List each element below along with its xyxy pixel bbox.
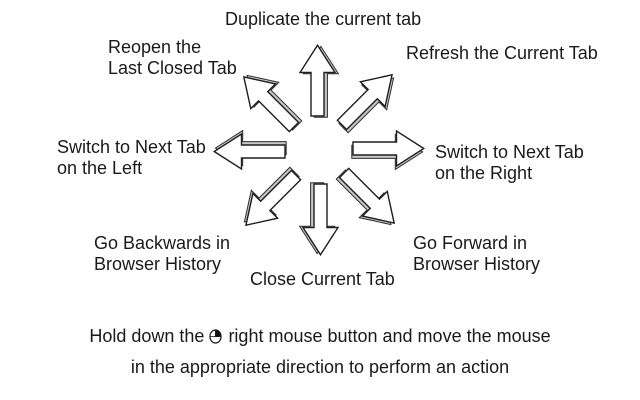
right-mouse-button-icon: [209, 329, 223, 344]
instruction-text: right mouse button and move the mouse: [228, 326, 551, 346]
gesture-label-next-tab-left: Switch to Next Tab on the Left: [57, 137, 206, 179]
gesture-label-refresh-current-tab: Refresh the Current Tab: [406, 43, 598, 64]
gesture-label-go-forward: Go Forward in Browser History: [413, 233, 540, 275]
label-line: Switch to Next Tab: [435, 142, 584, 162]
gesture-label-duplicate-tab: Duplicate the current tab: [225, 9, 421, 30]
arrow-up-left-icon: [242, 74, 303, 133]
arrow-left-icon: [213, 129, 287, 171]
gesture-label-reopen-last-closed-tab: Reopen the Last Closed Tab: [108, 37, 237, 79]
label-line: Browser History: [413, 254, 541, 274]
instruction-line-2: in the appropriate direction to perform …: [0, 357, 640, 378]
label-line: Refresh the Current Tab: [406, 43, 598, 63]
arrow-up-right-icon: [336, 73, 395, 134]
arrow-down-right-icon: [335, 167, 396, 226]
label-line: Go Backwards in: [94, 233, 231, 253]
label-line: on the Right: [435, 163, 533, 183]
label-line: on the Left: [57, 158, 143, 178]
label-line: Browser History: [94, 254, 222, 274]
arrow-down-icon: [298, 182, 340, 256]
label-line: Go Forward in: [413, 233, 528, 253]
arrow-right-icon: [351, 129, 425, 171]
instruction-text: in the appropriate direction to perform …: [130, 357, 510, 377]
arrow-down-left-icon: [243, 166, 302, 227]
label-line: Last Closed Tab: [108, 58, 237, 78]
label-line: Reopen the: [108, 37, 202, 57]
arrow-up-icon: [298, 44, 340, 118]
instruction-text: Hold down the: [89, 326, 205, 346]
label-line: Switch to Next Tab: [57, 137, 206, 157]
instruction-line-1: Hold down the right mouse button and mov…: [0, 326, 640, 347]
gesture-label-next-tab-right: Switch to Next Tab on the Right: [435, 142, 584, 184]
label-line: Close Current Tab: [250, 269, 395, 289]
label-line: Duplicate the current tab: [225, 9, 422, 29]
gesture-label-close-current-tab: Close Current Tab: [250, 269, 395, 290]
gesture-label-go-backwards: Go Backwards in Browser History: [94, 233, 230, 275]
